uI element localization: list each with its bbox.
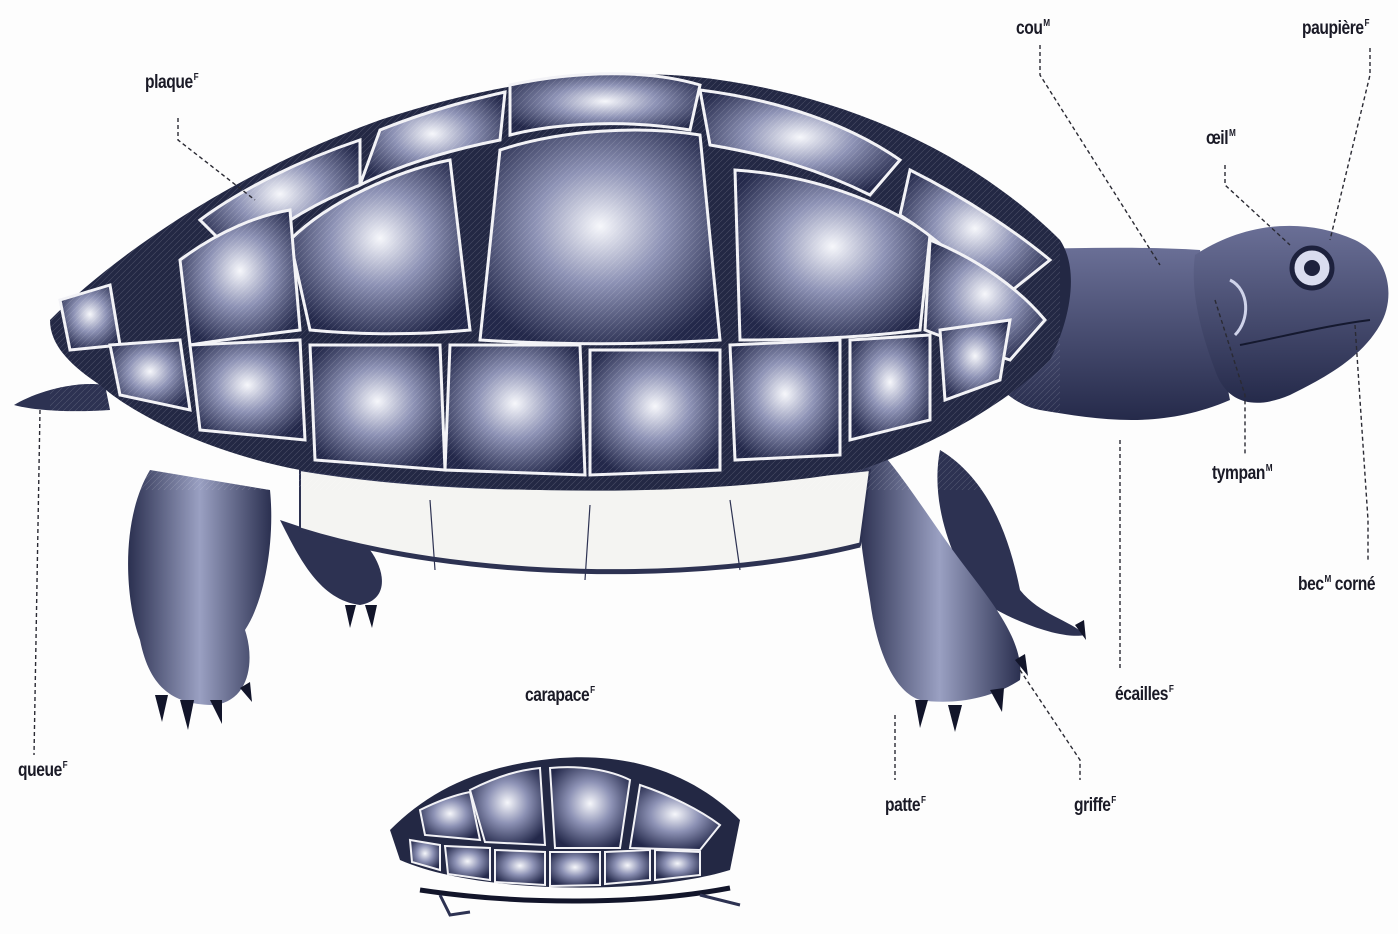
label-queue: queueF — [18, 760, 67, 782]
label-plaque: plaqueF — [145, 72, 198, 94]
back-leg — [128, 470, 271, 705]
label-tympan: tympanM — [1212, 463, 1272, 485]
head-shape — [1194, 226, 1389, 403]
carapace-illustration — [390, 757, 740, 915]
label-paupiere: paupièreF — [1302, 18, 1369, 40]
label-patte: patteF — [885, 795, 926, 817]
label-oeil: œilM — [1206, 128, 1235, 150]
label-carapace: carapaceF — [525, 685, 595, 707]
label-bec-corne: becM corné — [1298, 574, 1375, 596]
label-cou: couM — [1016, 18, 1050, 40]
turtle-main-illustration — [14, 70, 1388, 732]
label-ecailles: écaillesF — [1115, 684, 1173, 706]
label-griffe: griffeF — [1074, 795, 1116, 817]
